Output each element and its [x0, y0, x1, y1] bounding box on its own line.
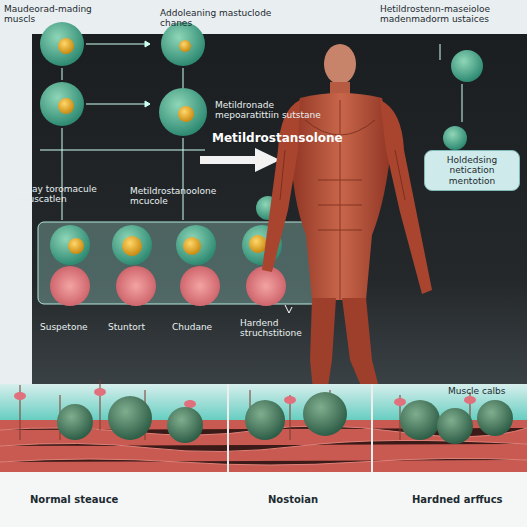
- text-label: Hardned arffucs: [412, 494, 522, 506]
- text-label: Addoleaning mastuclode chanes: [160, 8, 280, 29]
- info-box: Holdedsing netication mentotion: [424, 150, 520, 191]
- text-label: Metildrostanoolone mcucole: [130, 186, 250, 207]
- text-label: Hoday toromacule mnuscatlen: [14, 184, 124, 205]
- text-label: Hardend struchstitione: [240, 318, 320, 339]
- text-label: Maudeorad-mading muscls: [4, 4, 99, 25]
- text-label: Metildronade mepoaratittiin sutstane: [215, 100, 340, 121]
- text-label: Chudane: [172, 322, 232, 332]
- box-text: Holdedsing netication mentotion: [431, 155, 513, 186]
- text-label: Suspetone: [40, 322, 110, 332]
- text-label: Nostoian: [268, 494, 358, 506]
- text-label: Muscle calbs: [448, 386, 523, 396]
- text-label: Hetildrostenn-maseioloe madenmadorm usta…: [380, 4, 520, 25]
- text-label: Normal steauce: [30, 494, 170, 506]
- text-label: Metildrostansolone: [212, 132, 352, 146]
- text-label: Stuntort: [108, 322, 168, 332]
